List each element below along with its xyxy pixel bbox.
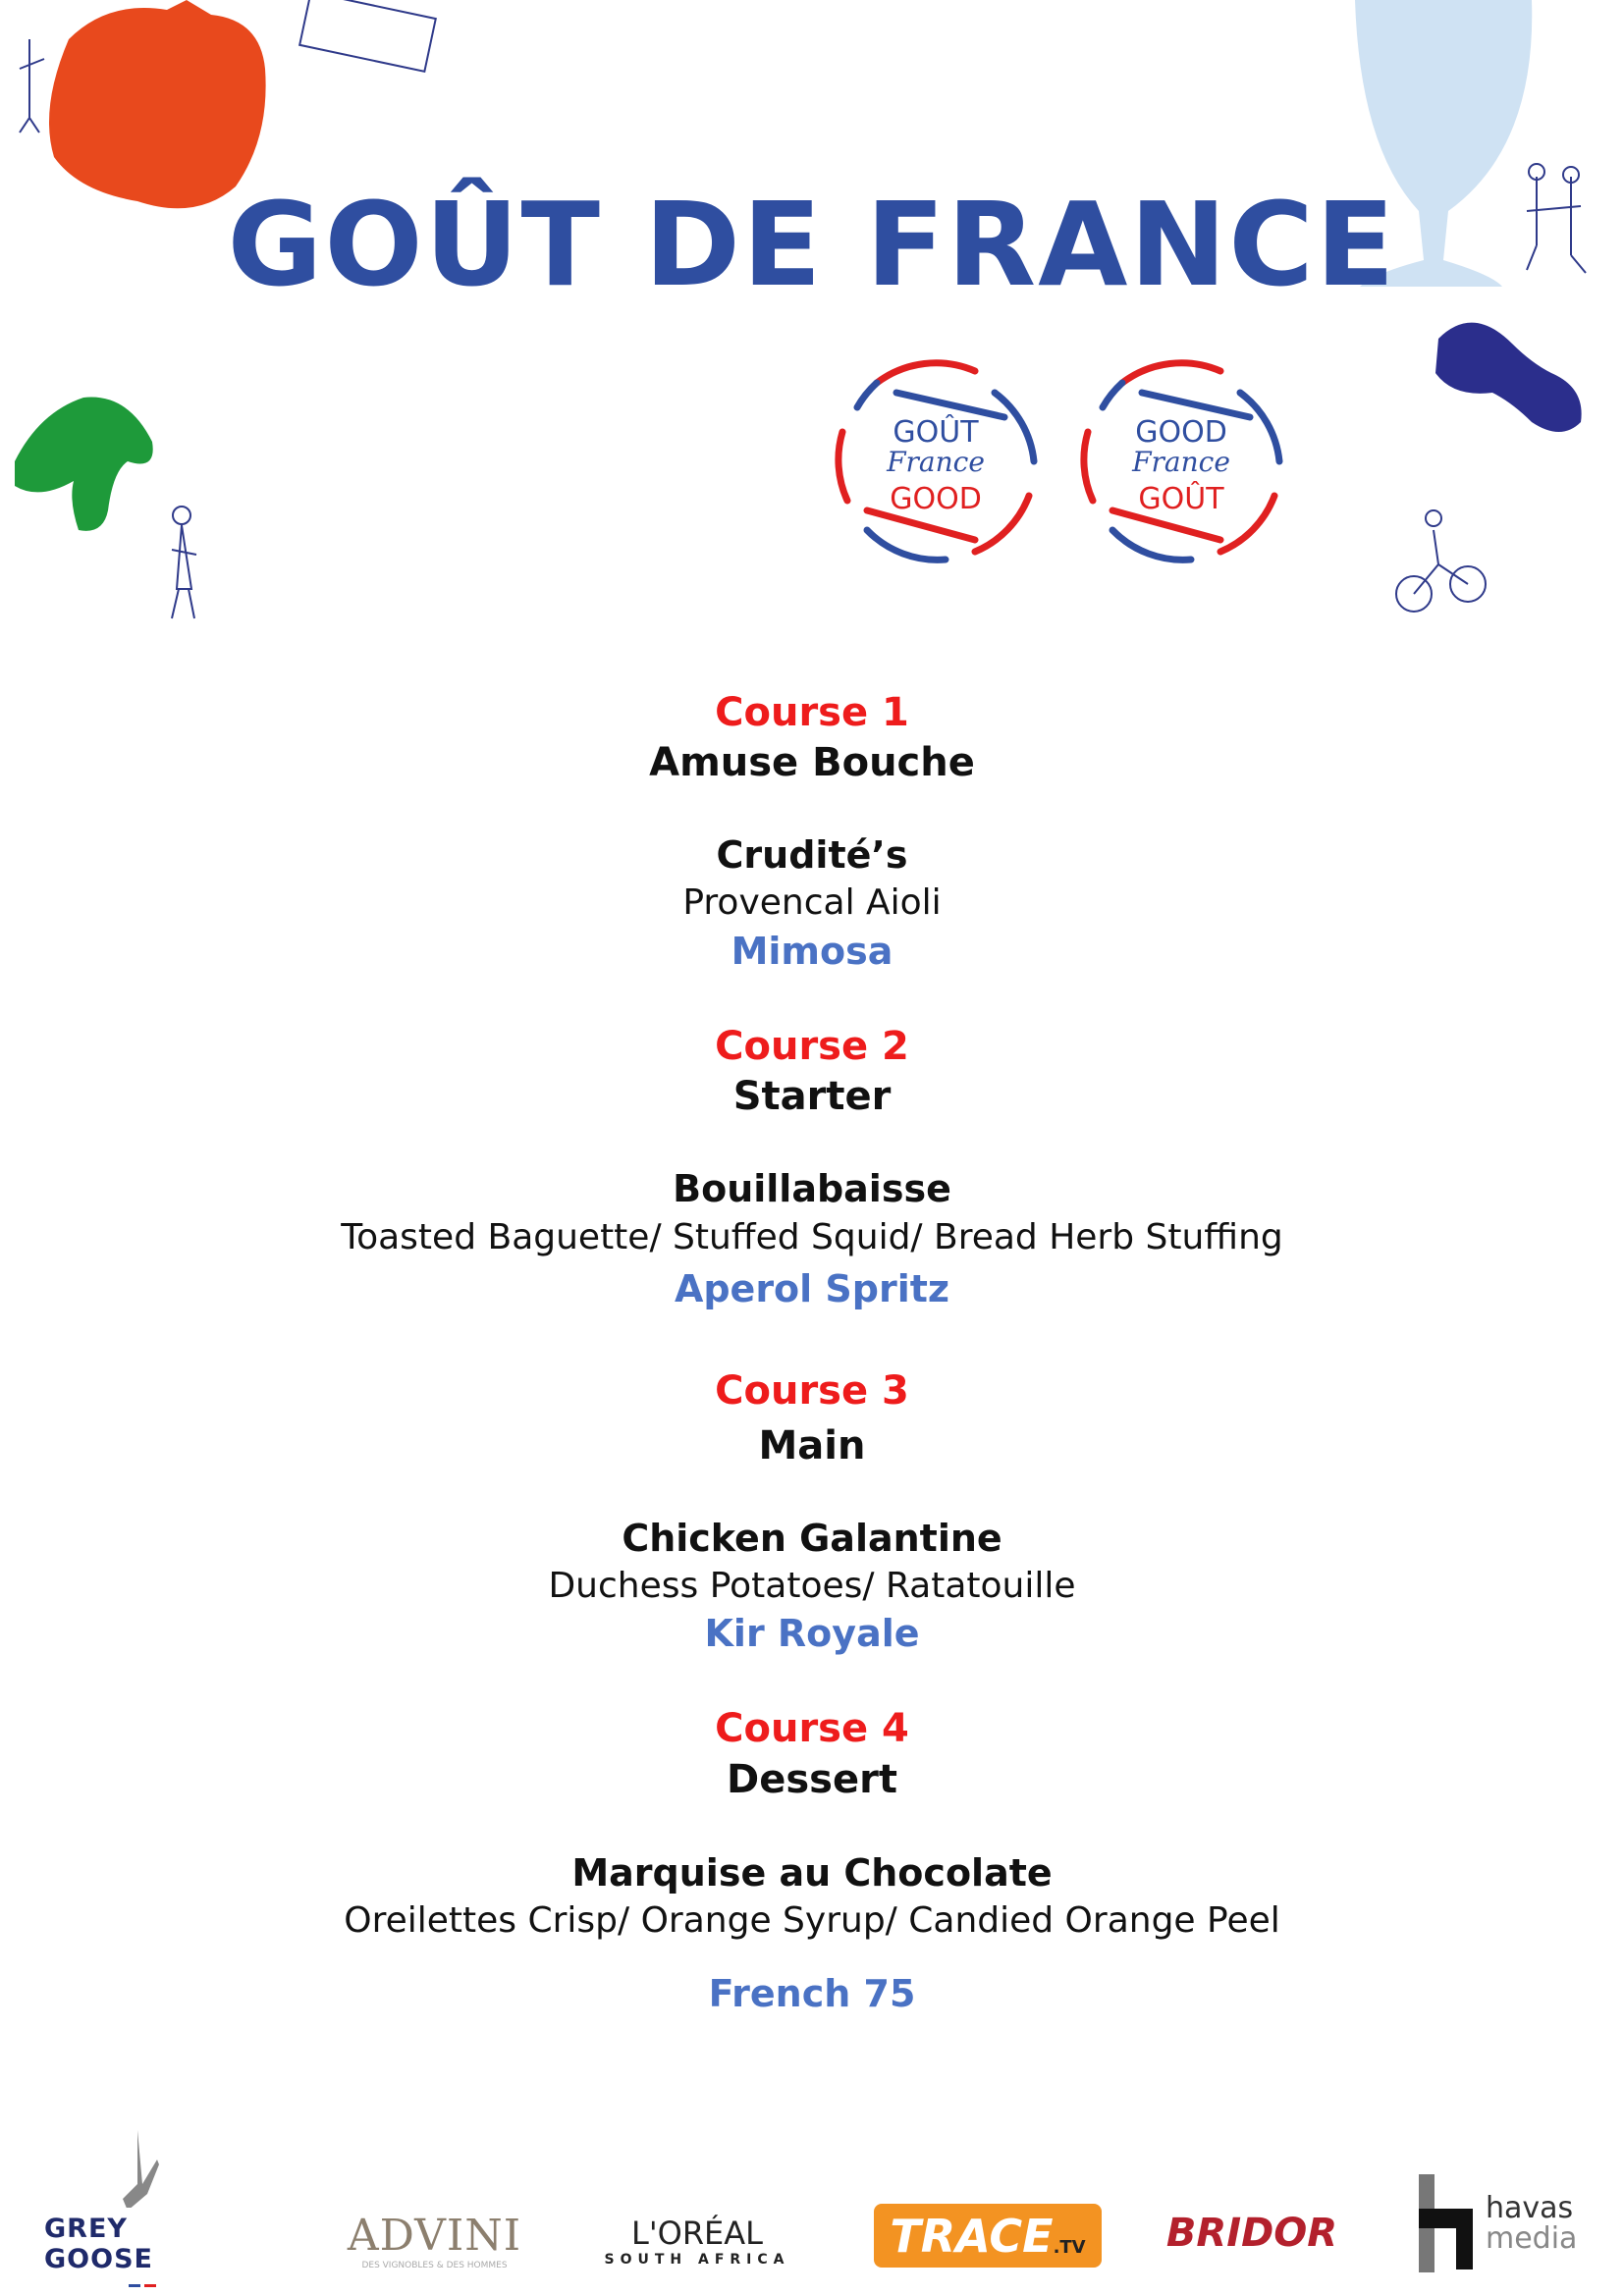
goose-icon [123,2130,159,2208]
pepper-illustration [49,0,266,209]
mushroom-dark-illustration [1435,322,1582,432]
havas-h-icon [1419,2174,1473,2272]
loreal-logo: L'ORÉAL SOUTH AFRICA [604,2214,790,2268]
chef-sketch [171,506,197,619]
course-1-drink: Mimosa [731,930,893,973]
course-3-dish: Chicken Galantine [622,1517,1002,1560]
trace-tv-logo: TRACE .TV [874,2204,1102,2268]
sketch-illustration [298,0,437,74]
course-3-description: Duchess Potatoes/ Ratatouille [548,1566,1076,1606]
course-4-drink: French 75 [708,1972,916,2015]
course-1-description: Provencal Aioli [682,882,942,923]
bridor-logo: BRIDOR [1165,2211,1338,2256]
person-sketch-left [19,39,45,133]
course-4-label: Course 4 [715,1706,909,1751]
header-illustrations [15,0,1587,619]
page-title: GOÛT DE FRANCE [227,177,1397,312]
course-1-label: Course 1 [715,690,909,735]
course-1-type: Amuse Bouche [649,740,975,785]
svg-text:GOÛT: GOÛT [1138,480,1224,516]
course-3-type: Main [758,1423,866,1468]
goute-de-france-badges: GOÛT France GOOD GOOD France GOÛT [835,359,1283,563]
course-4-description: Oreilettes Crisp/ Orange Syrup/ Candied … [344,1900,1280,1941]
course-2-description: Toasted Baguette/ Stuffed Squid/ Bread H… [341,1217,1283,1257]
grey-goose-logo: GREY GOOSE [44,2130,241,2287]
course-3-label: Course 3 [715,1368,909,1414]
badge-2: GOOD France GOÛT [1080,359,1283,563]
course-4-type: Dessert [727,1757,897,1802]
course-3-drink: Kir Royale [704,1612,920,1655]
course-2-dish: Bouillabaisse [673,1167,951,1210]
course-4-dish: Marquise au Chocolate [571,1851,1053,1895]
badge-1: GOÛT France GOOD [835,359,1038,563]
wine-glass-illustration [1355,0,1533,287]
svg-text:GOOD: GOOD [1135,415,1227,450]
cyclist-sketch [1395,509,1487,613]
course-2-drink: Aperol Spritz [674,1267,950,1310]
course-1-dish: Crudité’s [716,833,908,877]
mushroom-green-illustration [15,397,153,531]
advini-logo: ADVINI DES VIGNOBLES & DES HOMMES [347,2211,522,2270]
course-2-type: Starter [732,1074,892,1119]
havas-media-logo: havas media [1419,2174,1586,2272]
svg-text:France: France [1131,446,1230,478]
people-sketch-right [1526,177,1587,274]
course-2-label: Course 2 [715,1024,909,1069]
badge-1-top: GOÛT [893,413,979,450]
svg-text:France: France [886,446,985,478]
svg-text:GOOD: GOOD [890,482,982,516]
